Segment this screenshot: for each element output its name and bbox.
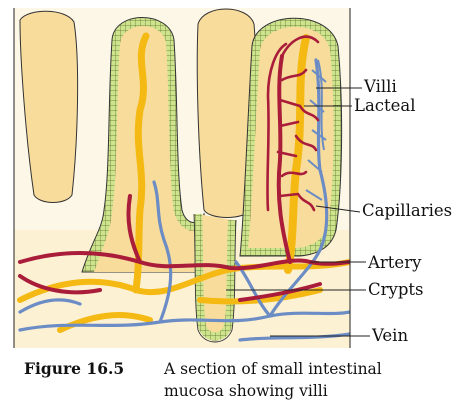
caption-text-2: mucosa showing villi [164, 382, 328, 400]
villi-diagram [13, 8, 370, 348]
figure-label: Figure 16.5 [24, 359, 125, 378]
caption-line-2: mucosa showing villi [24, 380, 464, 402]
background-villus-left [19, 10, 79, 203]
figure-caption: Figure 16.5 A section of small intestinal… [24, 358, 464, 402]
capillaries-leader [315, 205, 361, 213]
crypt-outline [193, 213, 237, 343]
label-vein: Vein [372, 326, 409, 345]
label-crypts: Crypts [368, 280, 424, 299]
villus-right-capillary-mesh [266, 35, 320, 212]
leader-lines [226, 87, 370, 337]
diagram-frame [13, 8, 351, 348]
artery-network [18, 54, 350, 302]
caption-text-1: A section of small intestinal [164, 360, 382, 378]
label-artery: Artery [368, 253, 422, 272]
lacteal-left [132, 32, 150, 294]
vein-network [18, 58, 350, 342]
villus-left-core [94, 26, 204, 272]
label-lacteal: Lacteal [354, 96, 416, 115]
label-villi: Villi [364, 77, 397, 96]
label-capillaries: Capillaries [362, 201, 453, 220]
caption-line-1: Figure 16.5 A section of small intestinal [24, 358, 464, 380]
